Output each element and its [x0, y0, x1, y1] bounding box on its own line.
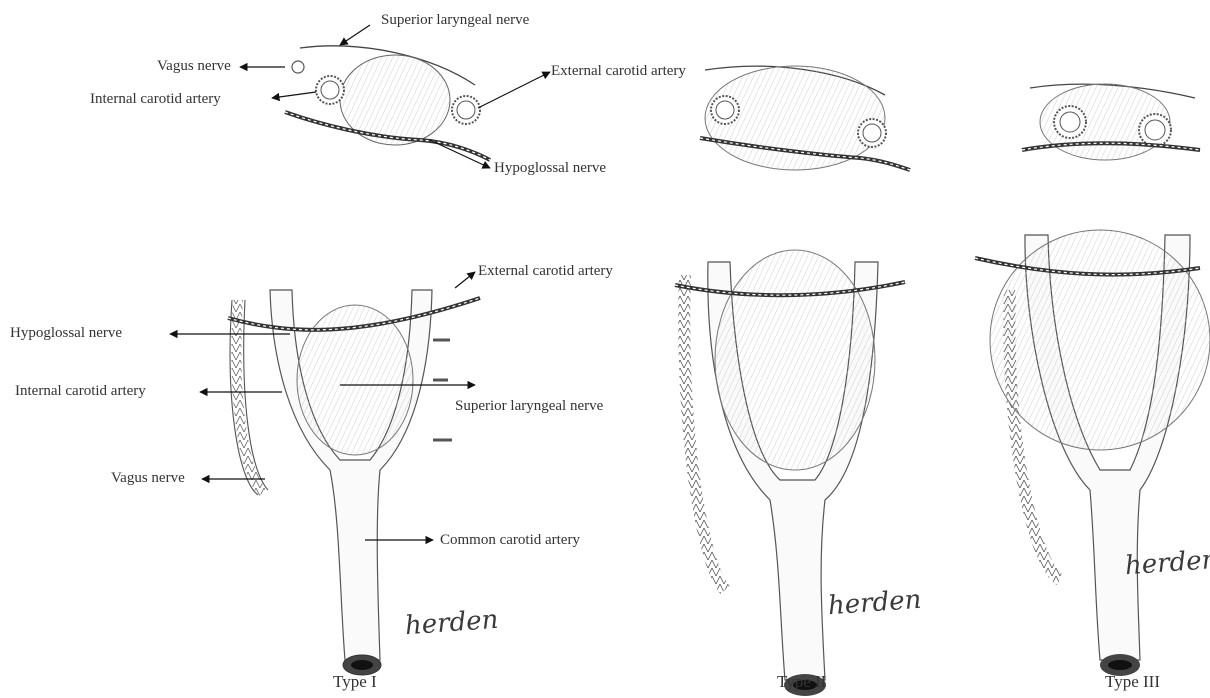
label-top-external-carotid-artery: External carotid artery — [551, 62, 686, 80]
label-top-superior-laryngeal-nerve: Superior laryngeal nerve — [381, 11, 529, 29]
cross-section-type1 — [285, 46, 490, 160]
anatomy-type2 — [675, 250, 905, 696]
label-internal-carotid-artery: Internal carotid artery — [15, 382, 146, 400]
label-top-internal-carotid-artery: Internal carotid artery — [90, 90, 221, 108]
caption-type-2: Type II — [777, 672, 826, 692]
label-top-hypoglossal-nerve: Hypoglossal nerve — [494, 159, 606, 177]
label-superior-laryngeal-nerve: Superior laryngeal nerve — [455, 397, 603, 415]
anatomy-type3 — [975, 230, 1210, 676]
label-vagus-nerve: Vagus nerve — [111, 469, 185, 487]
caption-type-1: Type I — [333, 672, 377, 692]
caption-type-3: Type III — [1105, 672, 1160, 692]
label-external-carotid-artery: External carotid artery — [478, 262, 613, 280]
signature-type3: herden — [1124, 545, 1210, 581]
label-common-carotid-artery: Common carotid artery — [440, 531, 580, 549]
label-top-vagus-nerve: Vagus nerve — [157, 57, 231, 75]
label-hypoglossal-nerve: Hypoglossal nerve — [10, 324, 122, 342]
cross-section-type3 — [1022, 84, 1200, 160]
cross-section-type2 — [700, 66, 910, 170]
